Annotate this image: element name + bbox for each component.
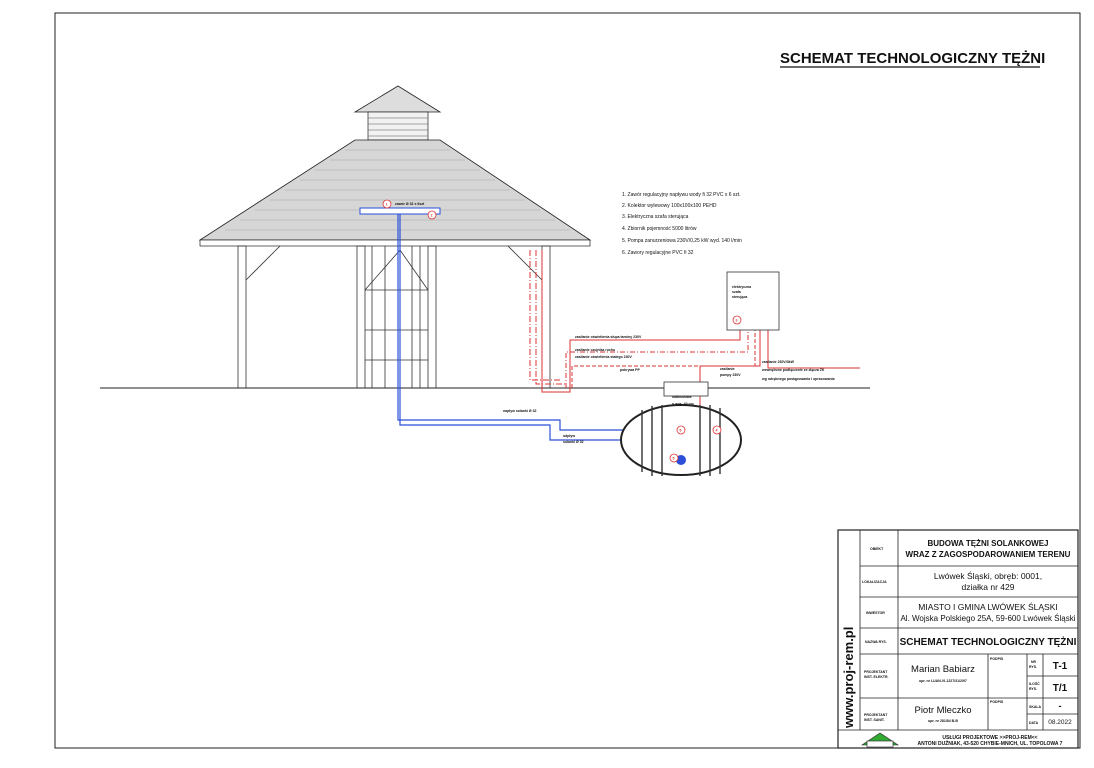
extension-label: nadbudowa: [672, 395, 691, 399]
designer-license: upr. nr LUAN-VI-1227/31/2/97: [919, 679, 967, 683]
drawing-count: T/1: [1053, 683, 1068, 694]
cover-label: pokrywa PP: [620, 368, 641, 372]
marker-2: [427, 210, 437, 220]
row-label: OBIEKT: [870, 547, 884, 551]
cable-label: zasilanie oświetlenia słupa tarniny 230V: [575, 335, 642, 339]
designer-label: PROJEKTANT: [864, 670, 888, 674]
designer-label: INST. SANIT.: [864, 718, 885, 722]
pump: [676, 455, 686, 465]
signature-label: PODPIS: [990, 657, 1004, 661]
marker-4-label: 4: [716, 429, 718, 433]
cable-label: zasilanie czujnika ruchu: [575, 348, 615, 352]
marker-4: [712, 425, 722, 435]
company-logo: [861, 732, 899, 748]
outflow-label: odpływ: [563, 434, 575, 438]
footer-company: USŁUGI PROJEKTOWE >>PROJ-REM<<: [942, 735, 1037, 741]
legend-item: 5. Pompa zanurzeniowa 230V/0,25 kW wyd. …: [622, 238, 742, 244]
investor-value: Al. Wojska Polskiego 25A, 59-600 Lwówek …: [900, 614, 1075, 623]
marker-6: [676, 425, 686, 435]
pump-power-label: pompy 230V: [720, 373, 741, 377]
cupola-louvres: [367, 111, 429, 141]
valve-label: zawór Ø 32 x 6szt: [395, 202, 425, 206]
location-value: działka nr 429: [962, 582, 1015, 592]
designer-name: Piotr Mleczko: [914, 705, 971, 716]
scale-value: -: [1059, 701, 1062, 711]
object-value: WRAZ Z ZAGOSPODAROWANIEM TERENU: [906, 550, 1071, 559]
row-label: LOKALIZACJA: [862, 580, 887, 584]
row-label: INWESTOR: [866, 611, 885, 615]
legend-item: 3. Elektryczna szafa sterująca: [622, 214, 689, 220]
supply-label: zasilanie 230V/3kW: [762, 360, 795, 364]
location-value: Lwówek Śląski, obręb: 0001,: [934, 570, 1042, 581]
nr-label: RYS.: [1029, 665, 1037, 669]
date-value: 08.2022: [1048, 719, 1072, 726]
legend: 1. Zawór regulacyjny napływu wody fi 32 …: [622, 192, 742, 256]
legend-item: 1. Zawór regulacyjny napływu wody fi 32 …: [622, 192, 741, 198]
legend-item: 6. Zawory regulacyjne PVC fi 32: [622, 250, 694, 256]
drawing-number: T-1: [1053, 661, 1068, 672]
roof-fascia: [199, 239, 591, 247]
scale-label: SKALA: [1029, 705, 1042, 709]
inflow-pipe: [397, 214, 680, 431]
marker-5-label: 5: [673, 457, 675, 461]
marker-1-label: 1: [386, 203, 388, 207]
website-text: www.proj-rem.pl: [841, 627, 856, 729]
legend-item: 2. Kolektor wylewowy 100x100x100 PEHD: [622, 203, 717, 209]
tank: [620, 381, 742, 476]
row-label: NAZWA RYS.: [865, 640, 887, 644]
designer-license: upr. nr 281/84 B-B: [928, 719, 958, 723]
designer-label: PROJEKTANT: [864, 713, 888, 717]
cabinet-label: sterująca: [732, 295, 747, 299]
collector: [359, 207, 441, 215]
gazebo: [198, 85, 592, 389]
signature-label: PODPIS: [990, 700, 1004, 704]
legend-item: 4. Zbiornik pojemność 5000 litrów: [622, 226, 697, 232]
designer-name: Marian Babiarz: [911, 664, 975, 675]
marker-3: [732, 315, 742, 325]
footer-address: ANTONI DUŹNIAK, 43-520 CHYBIE-MNICH, UL.…: [918, 739, 1063, 747]
count-label: RYS.: [1029, 687, 1037, 691]
designer-label: INST. ELEKTR.: [864, 675, 889, 679]
electric-cables: [529, 250, 860, 440]
outflow-label: solanki Ø 32: [563, 440, 584, 444]
investor-value: MIASTO I GMINA LWÓWEK ŚLĄSKI: [918, 601, 1058, 612]
count-label: ILOŚĆ: [1029, 681, 1040, 686]
inflow-label: napływ solanki Ø 32: [503, 409, 537, 413]
supply-label: wewnętrzne podłączenie ze złącza ZK: [761, 368, 825, 372]
drawing-title: SCHEMAT TECHNOLOGICZNY TĘŻNI: [780, 50, 1045, 67]
supply-label: wg odrębnego postępowania i opracowania: [761, 377, 835, 381]
date-label: DATA: [1029, 721, 1039, 725]
cabinet-label: szafa: [732, 290, 741, 294]
cupola-roof: [353, 85, 442, 113]
marker-3-label: 3: [736, 319, 738, 323]
extension-label: o wys. 40 cm: [672, 402, 694, 406]
marker-6-label: 6: [680, 429, 682, 433]
object-value: BUDOWA TĘŻNI SOLANKOWEJ: [927, 539, 1048, 548]
cabinet-label: elektryczna: [732, 285, 751, 289]
drawing-name-value: SCHEMAT TECHNOLOGICZNY TĘŻNI: [900, 635, 1077, 648]
cable-label: zasilanie oświetlenia stałego 230V: [575, 355, 632, 359]
title-block: [837, 529, 1079, 749]
nr-label: NR: [1031, 660, 1037, 664]
marker-5: [669, 453, 679, 463]
pump-power-label: zasilanie: [720, 367, 735, 371]
sheet-frame: [54, 12, 1081, 749]
marker-1: [382, 199, 392, 209]
outflow-pipe: [399, 214, 640, 441]
marker-2-label: 2: [431, 214, 433, 218]
